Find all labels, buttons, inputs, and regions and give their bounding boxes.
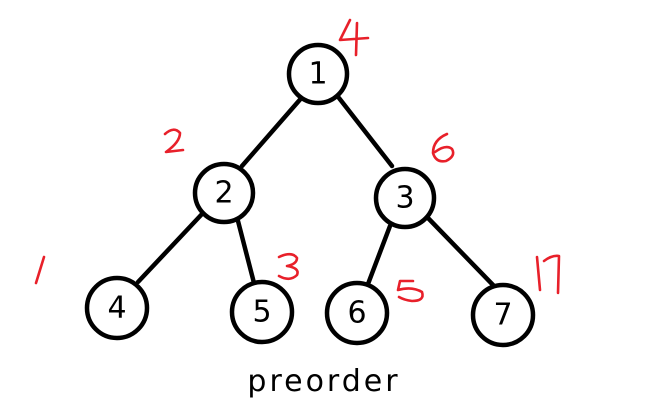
order-annotation-node-7	[535, 254, 561, 295]
order-annotation-node-5	[277, 252, 299, 281]
diagram-caption: preorder	[247, 364, 401, 399]
tree-node-5: 5	[229, 279, 295, 345]
edge-2-4	[135, 211, 205, 285]
tree-edges	[135, 92, 497, 289]
node-circle	[229, 279, 295, 345]
node-circle	[192, 161, 256, 225]
node-circle	[470, 282, 536, 348]
tree-node-1: 1	[286, 42, 350, 106]
node-circle	[286, 42, 350, 106]
node-label: 3	[395, 181, 414, 216]
tree-node-2: 2	[192, 161, 256, 225]
tree-node-4: 4	[84, 275, 150, 341]
edge-2-5	[235, 218, 257, 286]
node-label: 1	[308, 57, 327, 92]
edge-3-7	[425, 215, 497, 289]
tree-node-6: 6	[324, 280, 390, 346]
node-label: 6	[347, 296, 366, 331]
node-label: 7	[493, 298, 512, 333]
tree-node-7: 7	[470, 282, 536, 348]
order-annotation-node-3	[431, 132, 455, 163]
edge-1-3	[336, 95, 395, 169]
node-label: 5	[252, 295, 271, 330]
edge-3-6	[365, 223, 393, 287]
order-annotation-node-1	[338, 18, 370, 57]
handwritten-digit-1	[34, 255, 46, 285]
order-annotation-node-6	[396, 279, 424, 303]
handwritten-digit-6	[431, 132, 455, 163]
node-label: 2	[214, 176, 233, 211]
handwritten-digit-2	[163, 128, 185, 154]
node-label: 4	[107, 291, 126, 326]
edge-1-2	[239, 92, 307, 169]
node-circle	[84, 275, 150, 341]
order-annotation-node-2	[163, 128, 185, 154]
handwritten-digit-5	[396, 279, 424, 303]
node-circle	[373, 166, 437, 230]
handwritten-digit-4	[338, 18, 370, 57]
order-annotation-node-4	[34, 255, 46, 285]
handwritten-digit-7	[535, 254, 561, 295]
node-circle	[324, 280, 390, 346]
tree-node-3: 3	[373, 166, 437, 230]
handwritten-digit-3	[277, 252, 299, 281]
